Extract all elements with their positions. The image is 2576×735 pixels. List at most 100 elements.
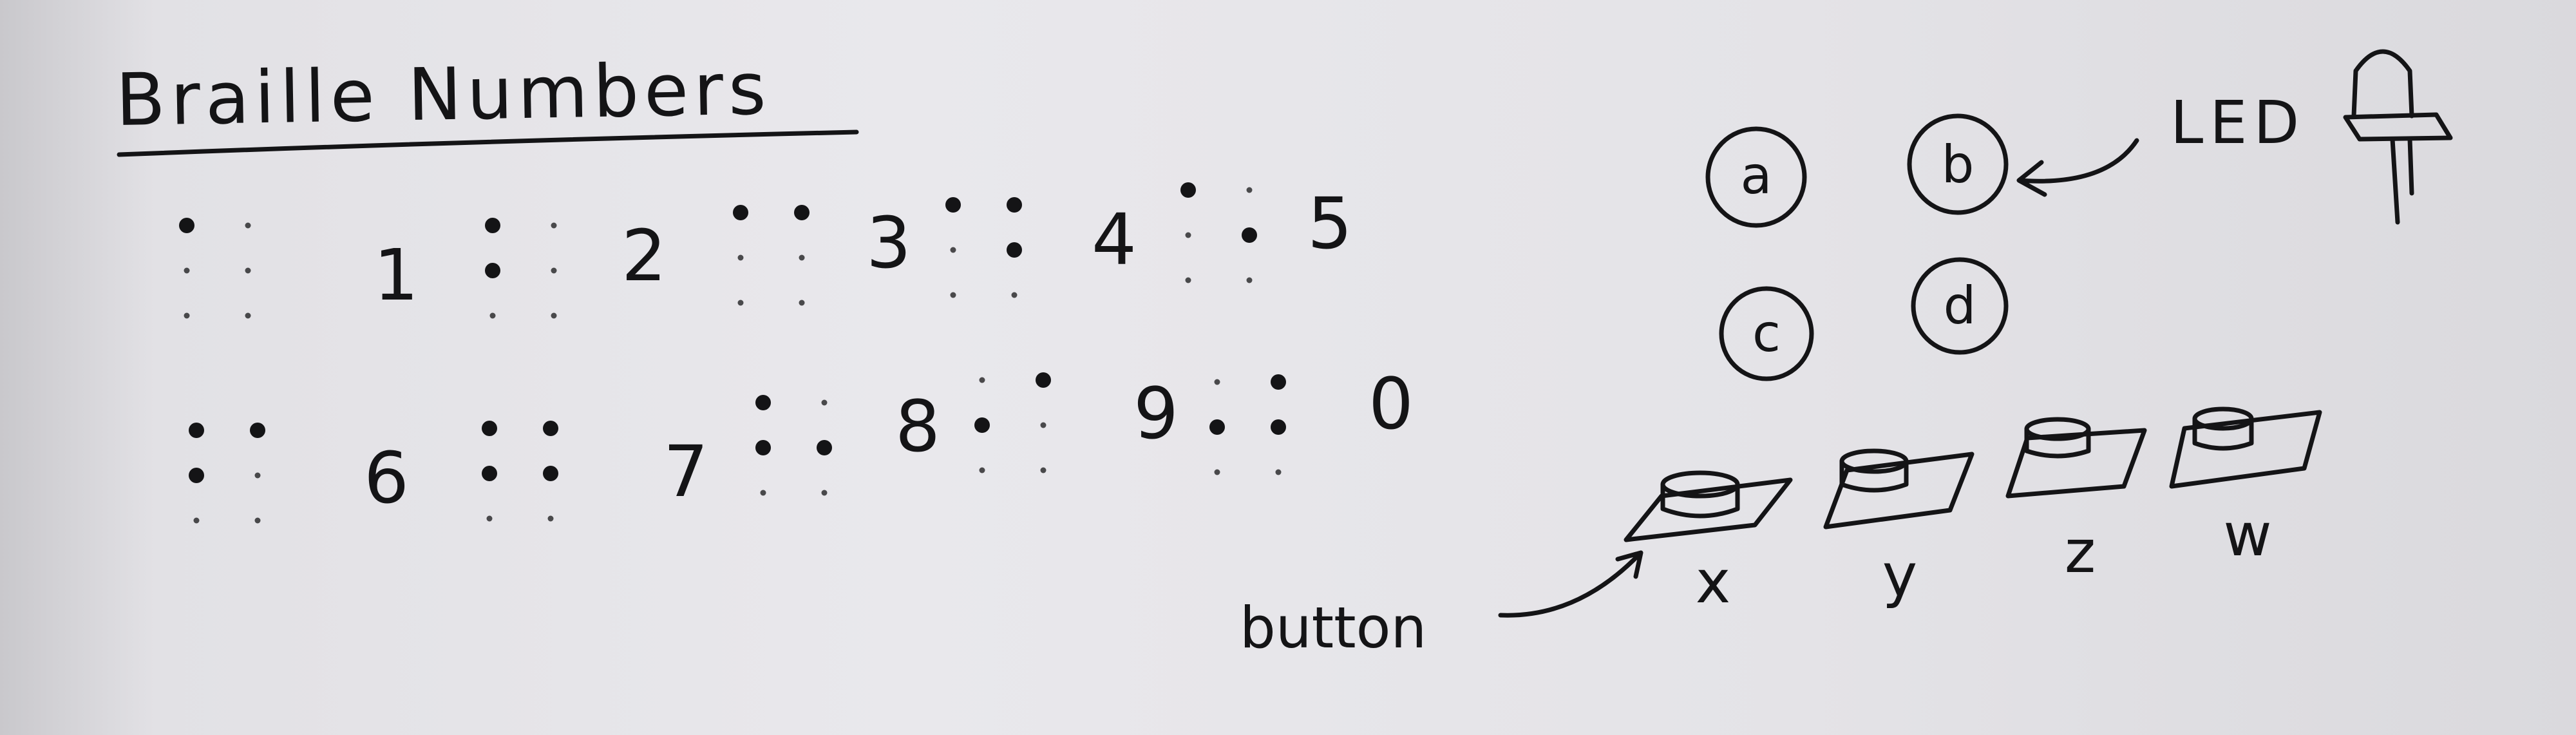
button-z-icon	[2005, 417, 2147, 499]
braille-dot-flat	[184, 267, 190, 274]
led-c-label: c	[1752, 303, 1781, 363]
led-a-label: a	[1740, 146, 1772, 205]
braille-dot-flat	[1040, 422, 1046, 428]
braille-dot-raised	[179, 218, 194, 233]
braille-digit-label: 9	[1133, 372, 1179, 455]
page-title: Braille Numbers	[115, 47, 772, 142]
braille-cell: 3	[733, 202, 911, 306]
button-x-label: x	[1696, 548, 1730, 616]
button-w-icon	[2169, 406, 2322, 489]
braille-dot-flat	[1246, 277, 1253, 283]
braille-dot-raised	[482, 466, 497, 481]
braille-cell: 0	[1209, 363, 1414, 475]
braille-dot-raised	[1209, 419, 1225, 435]
braille-cell: 7	[482, 421, 708, 522]
led-d: d	[1911, 257, 2009, 355]
braille-dot-raised	[543, 466, 558, 481]
braille-digit-label: 4	[1092, 198, 1137, 281]
button-w-label: w	[2223, 501, 2271, 569]
braille-dot-raised	[485, 218, 500, 233]
braille-dot-flat	[254, 517, 261, 524]
braille-cell: 1	[179, 218, 419, 319]
braille-dot-flat	[1185, 277, 1191, 283]
braille-table: 1 2 3 4 5 6 7 8 9 0	[179, 182, 1414, 524]
braille-dot-raised	[1036, 372, 1051, 388]
braille-dot-flat	[1185, 232, 1191, 238]
braille-cell: 2	[485, 215, 667, 319]
braille-digit-label: 1	[374, 234, 419, 316]
braille-dot-flat	[551, 312, 557, 319]
braille-dot-flat	[1214, 379, 1220, 385]
button-pointer-arrow	[1498, 550, 1643, 618]
led-a: a	[1705, 126, 1807, 228]
braille-cell: 5	[1180, 182, 1352, 283]
braille-dot-flat	[799, 300, 805, 306]
braille-dot-flat	[547, 515, 554, 522]
braille-cell: 4	[945, 197, 1137, 298]
braille-dot-flat	[245, 312, 251, 319]
braille-dot-raised	[945, 197, 961, 213]
braille-digit-label: 7	[663, 430, 708, 513]
braille-dot-raised	[485, 263, 500, 278]
braille-digit-label: 8	[895, 385, 940, 468]
braille-dot-flat	[245, 222, 251, 229]
braille-dot-flat	[551, 222, 557, 229]
braille-dot-flat	[950, 292, 956, 298]
braille-digit-label: 3	[866, 202, 911, 284]
braille-dot-flat	[821, 490, 828, 496]
braille-digit-label: 2	[621, 215, 667, 297]
braille-dot-raised	[482, 421, 497, 436]
braille-dot-raised	[1271, 374, 1286, 390]
braille-digit-label: 5	[1307, 182, 1352, 265]
braille-dot-flat	[760, 490, 766, 496]
braille-dot-flat	[1214, 469, 1220, 475]
braille-dot-flat	[979, 467, 985, 473]
braille-dot-flat	[551, 267, 557, 274]
braille-dot-flat	[486, 515, 493, 522]
led-b-label: b	[1942, 135, 1975, 195]
braille-dot-flat	[489, 312, 496, 319]
braille-dot-raised	[755, 395, 771, 410]
braille-cell: 9	[974, 372, 1179, 473]
led-pointer-arrow	[2016, 138, 2139, 197]
braille-dot-raised	[1007, 242, 1022, 258]
braille-dot-flat	[979, 377, 985, 383]
braille-dot-flat	[184, 312, 190, 319]
braille-dot-raised	[1242, 227, 1257, 243]
title-underline	[117, 129, 859, 157]
braille-dot-raised	[974, 417, 990, 433]
braille-cell: 8	[755, 385, 940, 496]
braille-dot-flat	[193, 517, 200, 524]
braille-dot-flat	[254, 472, 261, 479]
braille-dot-flat	[1246, 187, 1253, 193]
braille-dot-flat	[737, 254, 744, 261]
braille-dot-raised	[1007, 197, 1022, 213]
braille-dot-flat	[1011, 292, 1018, 298]
braille-dot-flat	[737, 300, 744, 306]
braille-dot-flat	[950, 247, 956, 253]
braille-dot-raised	[189, 423, 204, 438]
braille-dot-raised	[1271, 419, 1286, 435]
braille-dot-flat	[799, 254, 805, 261]
led-symbol-icon	[2343, 49, 2453, 225]
button-y-label: y	[1882, 541, 1917, 610]
braille-dot-flat	[1275, 469, 1282, 475]
button-y-icon	[1823, 448, 1975, 530]
braille-dot-raised	[794, 205, 810, 220]
button-x-icon	[1624, 470, 1793, 542]
braille-dot-raised	[817, 440, 832, 455]
led-d-label: d	[1944, 276, 1976, 336]
braille-dot-raised	[250, 423, 265, 438]
led-b: b	[1907, 113, 2009, 215]
button-label: button	[1240, 595, 1426, 661]
braille-dot-raised	[543, 421, 558, 436]
braille-dot-raised	[755, 440, 771, 455]
braille-dot-raised	[1180, 182, 1196, 198]
braille-digit-label: 6	[364, 437, 409, 519]
braille-digit-label: 0	[1368, 363, 1414, 445]
braille-dot-flat	[245, 267, 251, 274]
braille-dot-raised	[733, 205, 748, 220]
braille-dot-raised	[189, 468, 204, 483]
